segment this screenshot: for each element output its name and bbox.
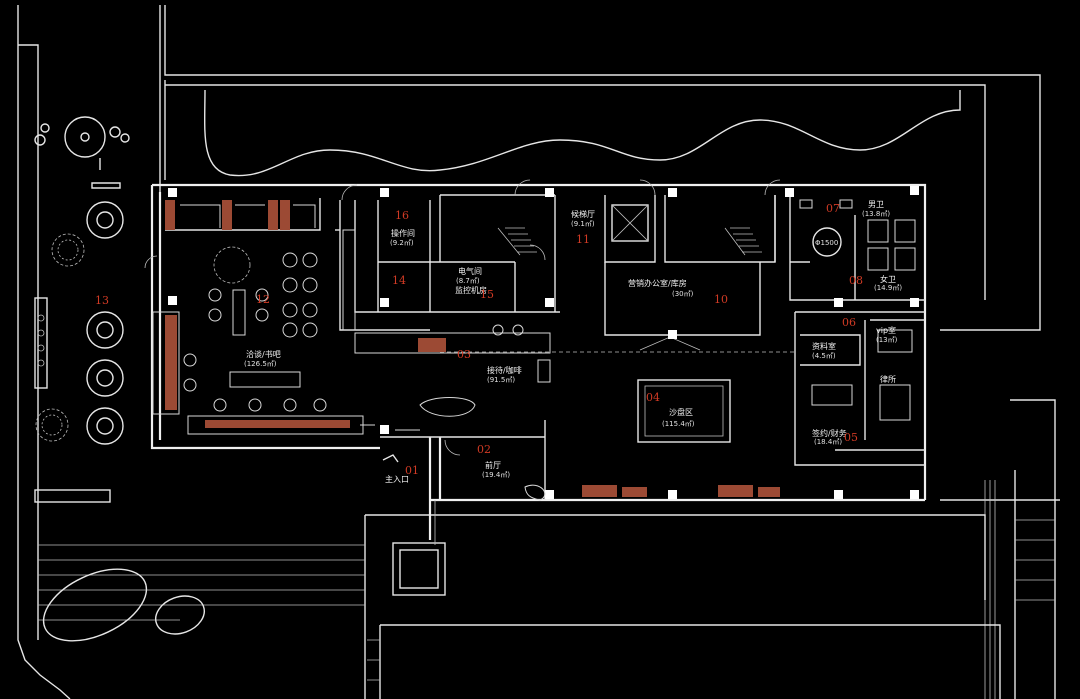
room-number: 02: [477, 443, 491, 456]
room-16: 16 操作间 (9.2㎡): [390, 209, 415, 247]
room-name: 女卫: [880, 274, 896, 284]
room-02: 02 前厅 (19.4㎡): [477, 443, 510, 479]
room-name: 前厅: [485, 460, 501, 470]
room-number: 12: [256, 293, 270, 306]
room-name: 律所: [880, 374, 896, 384]
room-05: 签约/财务 05 (18.4㎡): [812, 428, 858, 446]
room-11: 候梯厅 (9.1㎡) 11: [571, 209, 595, 246]
tree-icon: [35, 233, 85, 442]
room-name: 洽谈/书吧: [246, 349, 281, 359]
room-area: (8.7㎡): [456, 277, 480, 285]
room-area: (13.8㎡): [862, 210, 890, 218]
room-number: 03: [457, 348, 471, 361]
entrance-arrow-icon: [382, 454, 399, 463]
room-number: 06: [842, 316, 856, 329]
room-name: vip室: [876, 325, 896, 335]
room-12: 12 洽谈/书吧 (126.5㎡): [244, 293, 281, 368]
room-number: 07: [826, 202, 840, 215]
room-number: 15: [480, 288, 494, 301]
room-area: (9.1㎡): [571, 220, 595, 228]
room-area: (13㎡): [876, 336, 898, 344]
room-07: 07 男卫 (13.8㎡): [826, 200, 890, 218]
room-number: 08: [849, 274, 863, 287]
room-08: 08 女卫 (14.9㎡): [849, 274, 902, 292]
room-number: 13: [95, 294, 109, 307]
room-10: 营销办公室/库房 10 (30㎡): [628, 278, 728, 306]
outdoor-furniture: [34, 116, 130, 445]
room-name: 资料室: [812, 341, 836, 351]
room-law: 律所: [880, 374, 896, 384]
room-name: 操作间: [391, 228, 415, 238]
table-set: [86, 201, 124, 445]
room-number: 14: [392, 274, 406, 287]
room-area: (30㎡): [672, 290, 694, 298]
room-name: 电气间: [458, 266, 482, 276]
room-area: (115.4㎡): [662, 420, 695, 428]
turning-circle-label: Φ1500: [815, 239, 838, 247]
room-name: 沙盘区: [669, 407, 693, 417]
room-area: (18.4㎡): [814, 438, 842, 446]
room-area: (4.5㎡): [812, 352, 836, 360]
room-name: 男卫: [868, 200, 884, 209]
room-number: 16: [395, 209, 409, 222]
room-04: 04 沙盘区 (115.4㎡): [646, 391, 695, 428]
room-14: 14: [392, 274, 406, 287]
room-name: 主入口: [385, 474, 409, 484]
room-vip: vip室 (13㎡): [876, 325, 898, 344]
room-area: (14.9㎡): [874, 284, 902, 292]
room-name: 签约/财务: [812, 428, 847, 438]
room-06: 06 资料室 (4.5㎡): [812, 316, 856, 360]
site-lines: [17, 5, 1060, 699]
room-03: 03 接待/咖啡 (91.5㎡): [457, 348, 522, 384]
room-area: (126.5㎡): [244, 360, 277, 368]
room-name: 营销办公室/库房: [628, 278, 687, 288]
turning-circle: Φ1500: [815, 239, 838, 247]
room-name-secondary: 监控机房: [455, 285, 487, 295]
interior-furniture: [152, 199, 916, 501]
room-name: 候梯厅: [571, 209, 595, 219]
room-number: 04: [646, 391, 660, 404]
room-name: 接待/咖啡: [487, 365, 522, 375]
room-labels: 01 主入口 02 前厅 (19.4㎡) 03 接待/咖啡 (91.5㎡) 04…: [95, 200, 902, 484]
room-area: (9.2㎡): [390, 239, 414, 247]
room-number: 11: [576, 233, 590, 246]
room-15: 电气间 (8.7㎡) 监控机房 15: [455, 266, 494, 301]
columns: [168, 186, 919, 499]
room-area: (91.5㎡): [487, 376, 515, 384]
room-number: 05: [844, 431, 858, 444]
room-number: 10: [714, 293, 728, 306]
room-13: 13: [95, 294, 109, 307]
room-01: 01 主入口: [382, 454, 419, 484]
room-area: (19.4㎡): [482, 471, 510, 479]
building-walls: [144, 179, 927, 545]
room-number: 01: [405, 464, 419, 477]
